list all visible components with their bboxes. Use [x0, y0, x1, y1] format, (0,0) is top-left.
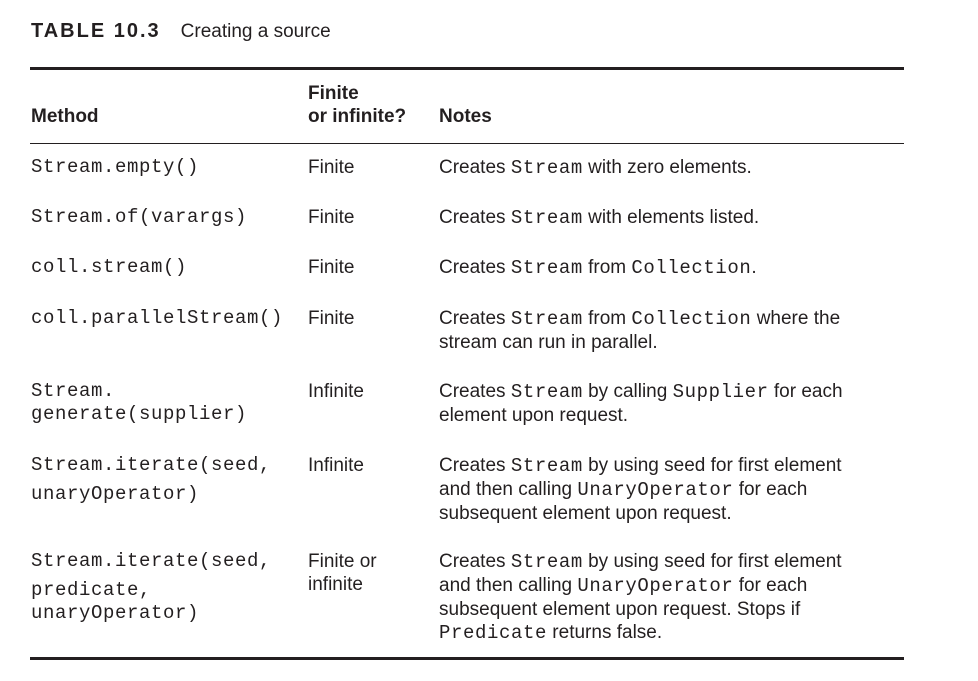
- notes-text: for each: [733, 479, 808, 500]
- notes-cell: Creates Stream from Collection.: [439, 256, 899, 280]
- finite-line: Finite: [308, 257, 355, 278]
- notes-text: by calling: [582, 381, 673, 402]
- notes-text: from: [582, 308, 632, 329]
- notes-text: with elements listed.: [582, 207, 760, 228]
- notes-code-text: UnaryOperator: [577, 575, 734, 597]
- finite-cell: Infinite: [308, 454, 433, 477]
- notes-text: Creates: [439, 381, 511, 402]
- notes-text: Creates: [439, 207, 511, 228]
- notes-text: subsequent element upon request. Stops i…: [439, 599, 801, 620]
- notes-text: where the: [751, 308, 841, 329]
- notes-code-text: Supplier: [672, 381, 769, 403]
- table-title: Creating a source: [180, 21, 331, 42]
- notes-code-text: UnaryOperator: [577, 479, 734, 501]
- notes-text: from: [582, 257, 632, 278]
- notes-text: by using seed for first element: [582, 455, 842, 476]
- notes-code-text: Collection: [631, 308, 752, 330]
- notes-line: Creates Stream with zero elements.: [439, 156, 899, 180]
- method-line: predicate,: [31, 579, 152, 601]
- method-line: Stream.: [31, 380, 116, 402]
- finite-cell: Infinite: [308, 380, 433, 403]
- notes-text: with zero elements.: [582, 157, 752, 178]
- notes-line: and then calling UnaryOperator for each: [439, 478, 899, 502]
- notes-cell: Creates Stream with elements listed.: [439, 206, 899, 230]
- finite-line: Finite: [308, 308, 355, 329]
- finite-cell: Finite: [308, 156, 433, 179]
- notes-code-text: Collection: [631, 257, 752, 279]
- notes-line: stream can run in parallel.: [439, 331, 899, 354]
- notes-line: element upon request.: [439, 404, 899, 427]
- notes-line: Predicate returns false.: [439, 621, 899, 645]
- notes-text: Creates: [439, 455, 511, 476]
- finite-cell: Finite: [308, 307, 433, 330]
- table-caption: TABLE 10.3 Creating a source: [31, 20, 331, 43]
- notes-code-text: Stream: [510, 308, 583, 330]
- notes-code-text: Stream: [510, 207, 583, 229]
- notes-text: for each: [733, 575, 808, 596]
- finite-line: Infinite: [308, 455, 364, 476]
- table-number: TABLE 10.3: [31, 20, 161, 42]
- top-rule: [30, 67, 904, 70]
- notes-line: and then calling UnaryOperator for each: [439, 574, 899, 598]
- method-line: unaryOperator): [31, 602, 200, 624]
- method-line: Stream.of(varargs): [31, 206, 248, 228]
- notes-code-text: Predicate: [439, 622, 548, 644]
- header-finite-line2: or infinite?: [308, 106, 407, 127]
- method-line: generate(supplier): [31, 403, 248, 425]
- notes-code-text: Stream: [510, 551, 583, 573]
- notes-cell: Creates Stream from Collection where the…: [439, 307, 899, 354]
- notes-code-text: Stream: [510, 157, 583, 179]
- notes-text: returns false.: [547, 622, 663, 643]
- notes-text: and then calling: [439, 575, 578, 596]
- header-finite-or-infinite: Finite or infinite?: [308, 82, 428, 128]
- notes-text: by using seed for first element: [582, 551, 842, 572]
- method-line: Stream.iterate(seed,: [31, 454, 272, 476]
- header-method: Method: [31, 106, 99, 127]
- notes-text: .: [751, 257, 757, 278]
- notes-text: subsequent element upon request.: [439, 503, 732, 524]
- notes-text: element upon request.: [439, 405, 629, 426]
- notes-text: Creates: [439, 157, 511, 178]
- notes-line: Creates Stream by using seed for first e…: [439, 550, 899, 574]
- method-line: Stream.iterate(seed,: [31, 550, 272, 572]
- notes-code-text: Stream: [510, 381, 583, 403]
- notes-cell: Creates Stream with zero elements.: [439, 156, 899, 180]
- finite-line: infinite: [308, 574, 363, 595]
- method-line: coll.stream(): [31, 256, 188, 278]
- notes-cell: Creates Stream by calling Supplier for e…: [439, 380, 899, 427]
- finite-cell: Finite: [308, 206, 433, 229]
- bottom-rule: [30, 657, 904, 660]
- notes-line: Creates Stream from Collection where the: [439, 307, 899, 331]
- notes-line: Creates Stream by using seed for first e…: [439, 454, 899, 478]
- finite-cell: Finite: [308, 256, 433, 279]
- notes-text: Creates: [439, 308, 511, 329]
- finite-line: Infinite: [308, 381, 364, 402]
- notes-text: stream can run in parallel.: [439, 332, 658, 353]
- finite-line: Finite: [308, 157, 355, 178]
- notes-text: for each: [768, 381, 843, 402]
- finite-line: Finite or: [308, 551, 377, 572]
- notes-text: Creates: [439, 551, 511, 572]
- notes-code-text: Stream: [510, 257, 583, 279]
- notes-line: Creates Stream from Collection.: [439, 256, 899, 280]
- notes-cell: Creates Stream by using seed for first e…: [439, 550, 899, 645]
- method-line: unaryOperator): [31, 483, 200, 505]
- finite-line: Finite: [308, 207, 355, 228]
- notes-code-text: Stream: [510, 455, 583, 477]
- notes-line: Creates Stream with elements listed.: [439, 206, 899, 230]
- header-rule: [30, 143, 904, 144]
- notes-text: Creates: [439, 257, 511, 278]
- header-notes: Notes: [439, 106, 492, 127]
- notes-cell: Creates Stream by using seed for first e…: [439, 454, 899, 525]
- notes-line: subsequent element upon request. Stops i…: [439, 598, 899, 621]
- header-finite-line1: Finite: [308, 83, 359, 104]
- notes-line: Creates Stream by calling Supplier for e…: [439, 380, 899, 404]
- method-line: Stream.empty(): [31, 156, 200, 178]
- method-line: coll.parallelStream(): [31, 307, 284, 329]
- notes-text: and then calling: [439, 479, 578, 500]
- notes-line: subsequent element upon request.: [439, 502, 899, 525]
